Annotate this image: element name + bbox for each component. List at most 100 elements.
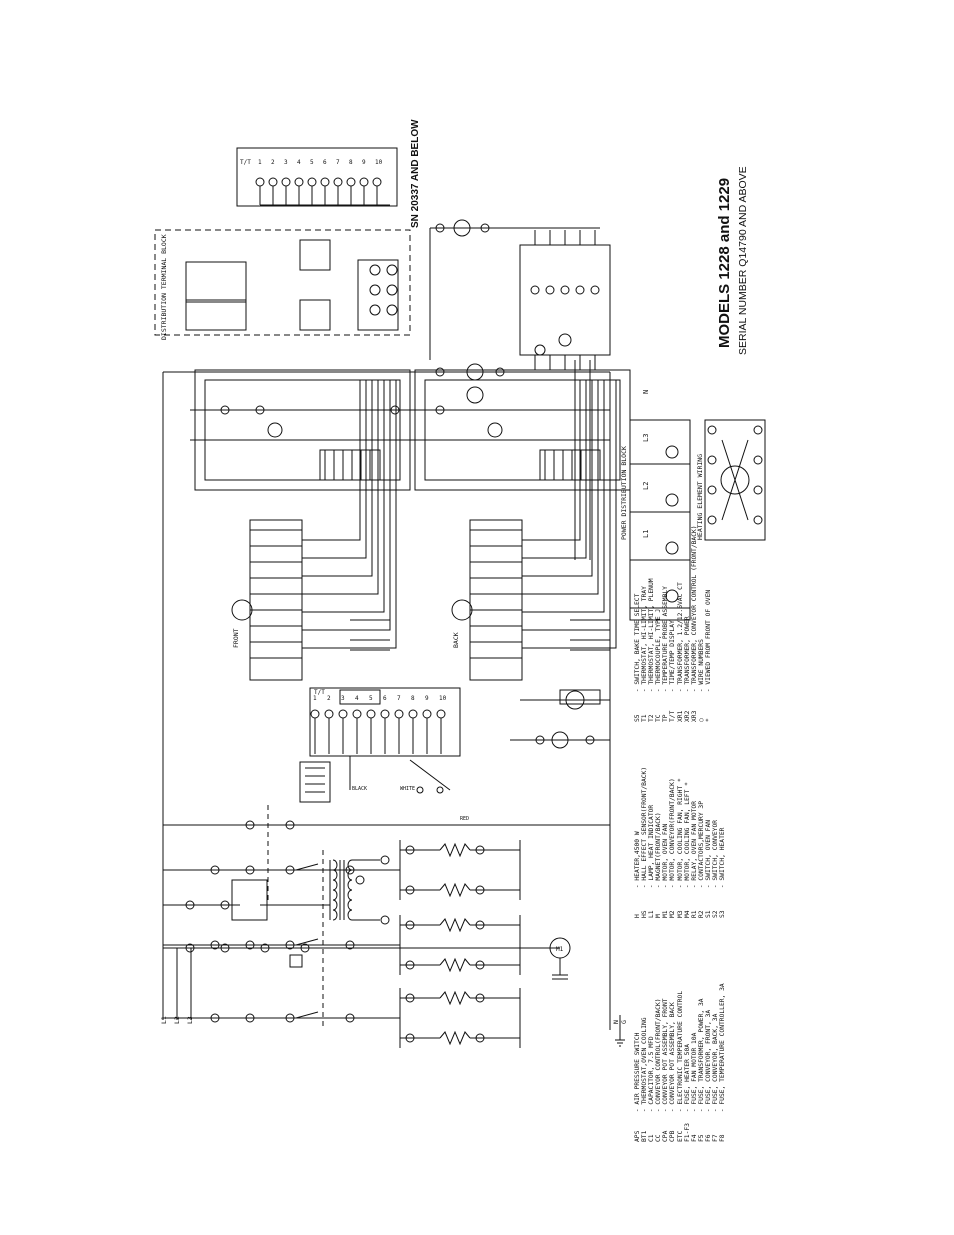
legend-description: - VIEWED FROM FRONT OF OVEN <box>704 589 712 696</box>
xr2-winding <box>332 869 338 881</box>
pdb-label: L2 <box>642 482 650 490</box>
dist-terminal <box>369 264 381 276</box>
legend-row: XR2 - TRANSFORMER, POWER <box>684 525 691 722</box>
legend-row: ETC - ELECTRONIC TEMPERATURE CONTROL <box>677 983 684 1142</box>
contact-terminal <box>285 940 295 950</box>
wire-number <box>475 845 485 855</box>
motor-m4 <box>466 386 484 404</box>
terminal <box>585 735 595 745</box>
inset-tt-display <box>236 147 398 207</box>
legend-description: - SWITCH, OVEN FAN <box>704 819 712 892</box>
tt-terminal <box>394 709 404 719</box>
element-terminal <box>753 455 763 465</box>
legend-description: - CONVEYOR POT ASSEMBLY, BACK <box>669 1002 677 1116</box>
inset-serial-label: SN 20337 AND BELOW <box>410 119 421 228</box>
board-wire <box>302 380 391 631</box>
fuse-terminal <box>245 940 255 950</box>
board-wire <box>302 380 361 541</box>
legend-row: TP - TEMPERATURE PROBE ASSEMBLY <box>662 525 669 722</box>
legend-description: - TRANSFORMER, CONVEYOR CONTROL (FRONT/B… <box>690 525 698 696</box>
tt-pin: 5 <box>369 695 373 702</box>
inset-terminal <box>346 177 356 187</box>
wire-number <box>405 993 415 1003</box>
fuse-terminal <box>245 865 255 875</box>
xr3-transformer-back <box>539 449 601 481</box>
terminal <box>300 943 310 953</box>
legend-code: XR3 <box>690 710 698 722</box>
inset-pin: 10 <box>375 159 383 166</box>
legend-code: F8 <box>719 1134 727 1142</box>
legend-code: M1 <box>662 910 670 918</box>
legend-row: M4 - MOTOR, COOLING FAN, LEFT * <box>684 767 691 918</box>
inset-terminal <box>294 177 304 187</box>
legend-code: APS <box>634 1130 641 1142</box>
legend-code: CC <box>655 1134 663 1142</box>
board-wire <box>522 380 617 649</box>
terminal-group-2 <box>185 299 247 331</box>
m1-label: M1 <box>556 946 564 953</box>
legend-row: CC - CONVEYOR CONTROL(FRONT/BACK) <box>655 983 662 1142</box>
legend-row: M3 - MOTOR, COOLING FAN, RIGHT * <box>677 767 684 918</box>
legend-description: - FUSE, CONVEYOR, FRONT, 3A <box>704 1009 712 1116</box>
contactor-r2 <box>295 863 319 871</box>
heater-element <box>439 1030 471 1046</box>
legend-description: - FUSE, HEATER 50A <box>683 1043 691 1116</box>
distribution-terminal-block <box>154 229 411 336</box>
legend-description: - SWITCH, CONVEYOR <box>712 819 720 892</box>
legend-description: - TIME/TEMP DISPLAY <box>669 620 677 696</box>
tt-pin: 6 <box>383 695 387 702</box>
xr2-winding <box>347 889 353 901</box>
legend-code: L1 <box>648 910 656 918</box>
legend-description: - HEATER,4500 W <box>634 831 641 892</box>
wire-number <box>405 1033 415 1043</box>
tt-pin: 3 <box>341 695 345 702</box>
contact-terminal <box>285 1013 295 1023</box>
legend-description: - MOTOR, COOLING FAN, LEFT * <box>683 782 691 892</box>
board-wire-loop-front <box>194 369 411 491</box>
tt-pin: 1 <box>313 695 317 702</box>
s5-switch <box>409 759 451 791</box>
heater-element <box>439 957 471 973</box>
terminal <box>220 900 230 910</box>
legend-description: - FUSE, TEMPERATURE CONTROLLER, 3A <box>719 983 727 1116</box>
terminal <box>435 367 445 377</box>
terminal-group-1 <box>185 261 247 303</box>
legend-code: T2 <box>648 714 656 722</box>
inset-terminal <box>268 177 278 187</box>
legend-description: - TEMPERATURE PROBE ASSEMBLY <box>662 586 670 696</box>
inset-pin: 7 <box>336 159 340 166</box>
legend-row: XR3 - TRANSFORMER, CONVEYOR CONTROL (FRO… <box>691 525 698 722</box>
xr3-transformer-front <box>319 449 381 481</box>
terminal <box>380 855 390 865</box>
ground-label: G <box>620 1020 628 1024</box>
tt-terminal <box>352 709 362 719</box>
pdb-terminal <box>665 589 679 603</box>
legend-code: BT1 <box>641 1130 649 1142</box>
etc-terminal <box>560 285 570 295</box>
legend-code: T/T <box>669 710 677 722</box>
line-label-l2: L2 <box>173 1016 181 1024</box>
legend-description: - CONTACTORS,MERCURY 3P <box>697 801 705 892</box>
board-wire <box>522 380 605 613</box>
heater-element <box>439 882 471 898</box>
tt-terminal <box>366 709 376 719</box>
power-distribution-block <box>629 419 691 621</box>
terminal <box>535 735 545 745</box>
heater-element <box>439 917 471 933</box>
board-wire <box>302 380 385 613</box>
legend-row: XR1 - TRANSFORMER, 1.2/12.6VAC CT <box>677 525 684 722</box>
fuse-terminal <box>210 865 220 875</box>
pot-assembly-front <box>339 689 381 705</box>
legend-row: HS - HALL EFFECT SENSOR(FRONT/BACK) <box>641 767 648 918</box>
neutral-label: N <box>612 1020 620 1024</box>
conveyor-control-board-back <box>469 519 523 681</box>
inset-pin: 6 <box>323 159 327 166</box>
legend-description: - MAGNET(FRONT/BACK) <box>655 812 663 892</box>
legend-code: S2 <box>712 910 720 918</box>
xr2-winding <box>332 879 338 891</box>
legend-description: - SWITCH, BAKE TIME SELECT <box>634 593 641 696</box>
terminal <box>495 367 505 377</box>
